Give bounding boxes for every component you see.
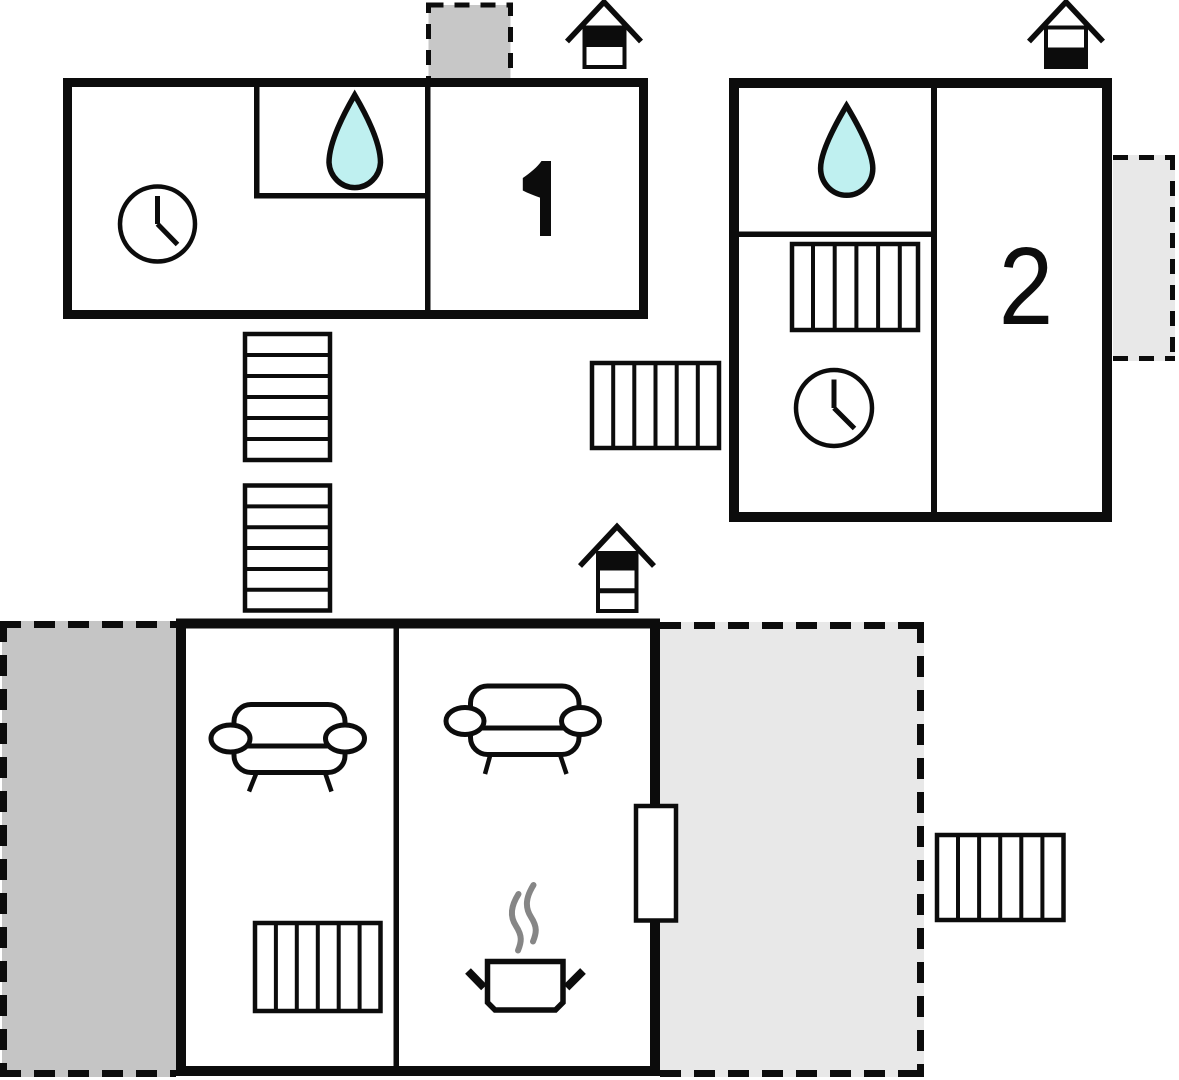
svg-text:2: 2 <box>999 226 1053 349</box>
